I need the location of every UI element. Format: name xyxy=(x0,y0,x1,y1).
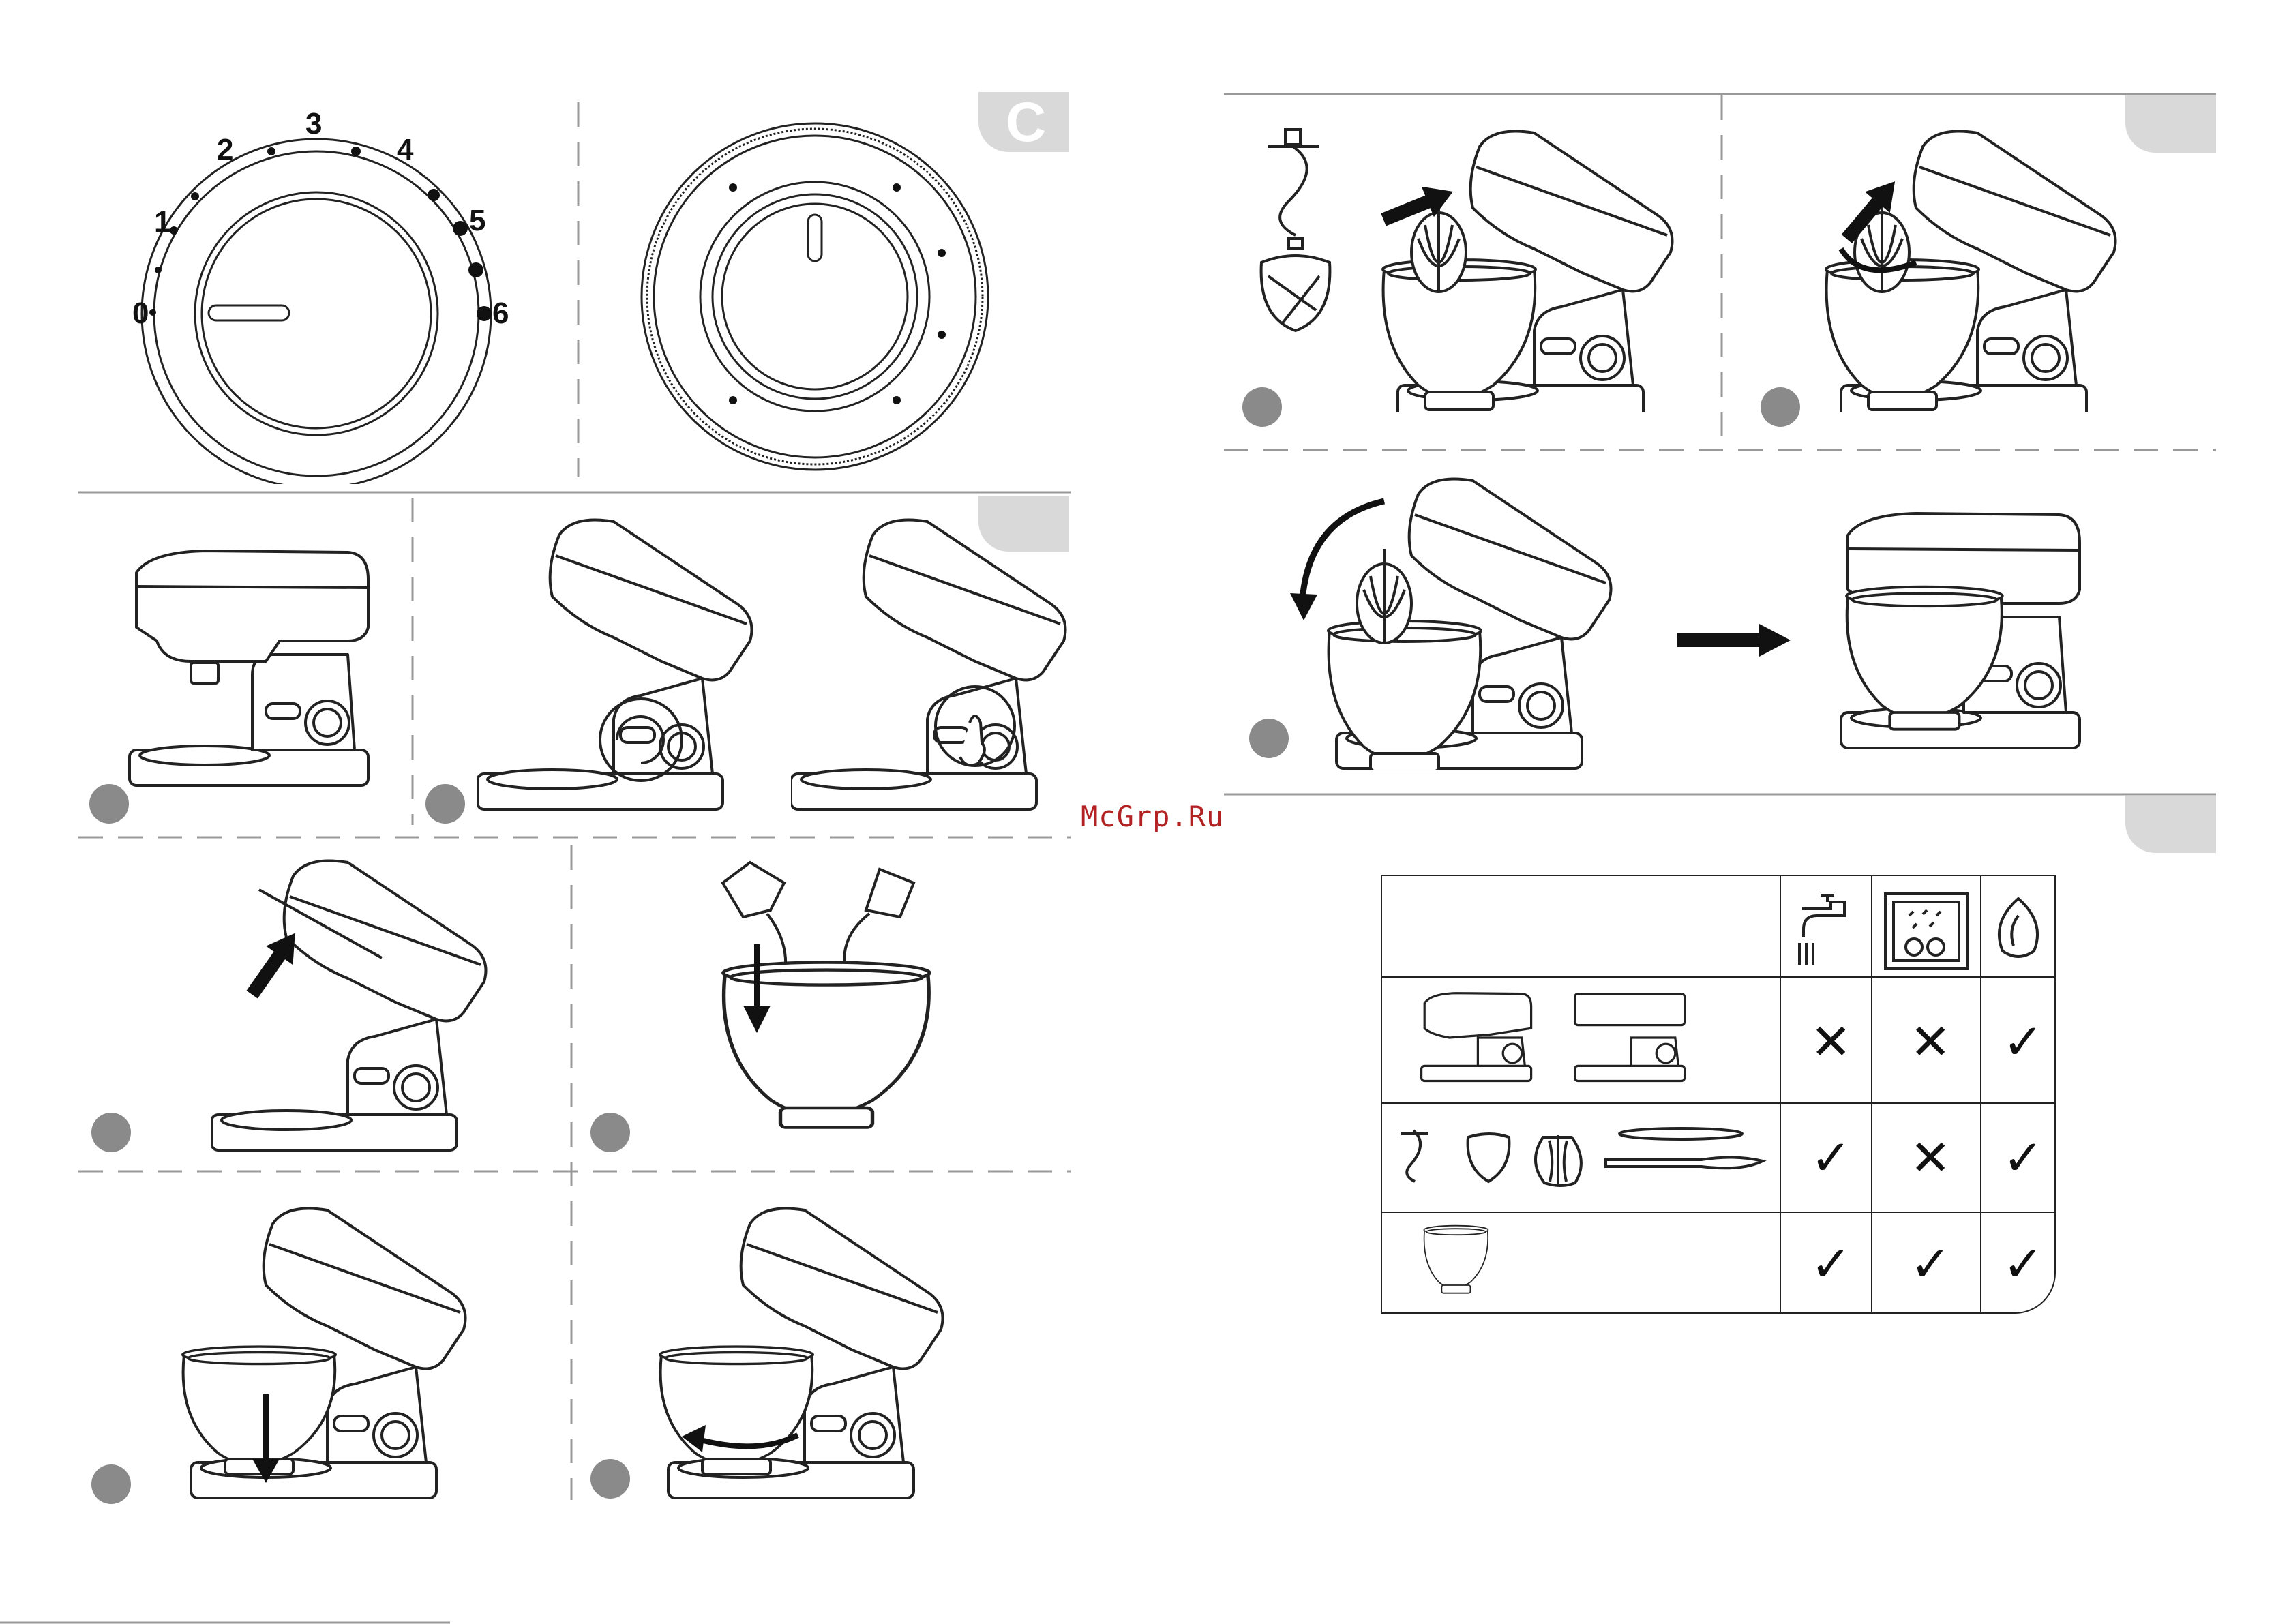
mixer-closed-illustration xyxy=(123,545,382,791)
care-mark-r1-c2: ✕ xyxy=(1910,1013,1951,1070)
motor-unit-open-icon xyxy=(1575,994,1685,1081)
speed-dial-back xyxy=(638,119,992,474)
care-mark-r2-c1: ✓ xyxy=(1810,1129,1851,1186)
mixing-bowl-icon xyxy=(1424,1226,1488,1293)
accessories-icon xyxy=(1401,1128,1763,1186)
tap-water-icon xyxy=(1799,895,1844,965)
care-mark-r3-c1: ✓ xyxy=(1810,1235,1851,1293)
soft-cloth-icon xyxy=(1999,899,2037,957)
step-badge-d3 xyxy=(91,1113,131,1152)
cleaning-care-table: ✕ ✕ ✓ ✓ ✕ ✓ ✓ ✓ ✓ xyxy=(1381,875,2059,1317)
dial-mark-0: 0 xyxy=(132,297,149,330)
care-table-lines: ✕ ✕ ✓ ✓ ✕ ✓ ✓ ✓ ✓ xyxy=(1381,875,2059,1317)
dial-mark-2: 2 xyxy=(217,133,233,166)
mixer-twist-whisk-illustration xyxy=(1814,112,2141,412)
dial-mark-6: 6 xyxy=(492,297,509,330)
care-mark-r3-c3: ✓ xyxy=(2003,1235,2044,1293)
step-badge-d5 xyxy=(91,1464,131,1504)
care-mark-r2-c3: ✓ xyxy=(2003,1129,2044,1186)
dial-mark-5: 5 xyxy=(469,204,485,237)
mixer-tilt-lever-illustration xyxy=(477,515,771,815)
step-badge-d6 xyxy=(590,1459,630,1499)
attachments-illustration xyxy=(1255,126,1336,351)
dial-mark-1: 1 xyxy=(154,205,170,239)
mixer-tilt-release-illustration xyxy=(791,515,1084,815)
step-badge-e3 xyxy=(1249,719,1289,758)
care-mark-r3-c2: ✓ xyxy=(1910,1235,1951,1293)
motor-unit-icon xyxy=(1422,993,1531,1081)
care-mark-r1-c1: ✕ xyxy=(1810,1013,1851,1070)
section-label-c: C xyxy=(1006,95,1046,151)
watermark-text: McGrp.Ru xyxy=(1081,800,1224,833)
step-badge-d2 xyxy=(425,784,465,824)
mixer-place-bowl-illustration xyxy=(177,1190,505,1503)
step-badge-d4 xyxy=(590,1113,630,1152)
step-badge-e1 xyxy=(1242,387,1282,427)
mixer-insert-whisk-illustration xyxy=(1371,112,1698,412)
section-tab-f xyxy=(2125,796,2216,853)
speed-dial-front: 0 1 2 3 4 5 6 xyxy=(123,102,532,484)
next-arrow-icon xyxy=(1677,624,1793,658)
dial-mark-4: 4 xyxy=(397,133,414,166)
bowl-pouring-illustration xyxy=(702,856,948,1156)
step-badge-d1 xyxy=(89,784,129,824)
mixer-lower-head-illustration xyxy=(1282,464,1636,770)
mixer-lock-bowl-illustration xyxy=(655,1190,982,1503)
dial-mark-3: 3 xyxy=(305,107,322,140)
care-mark-r1-c3: ✓ xyxy=(2003,1013,2044,1070)
mixer-ready-illustration xyxy=(1834,508,2107,760)
care-mark-r2-c2: ✕ xyxy=(1910,1129,1951,1186)
step-badge-e2 xyxy=(1761,387,1800,427)
dishwasher-icon xyxy=(1885,894,1967,969)
mixer-raise-head-illustration xyxy=(211,856,525,1156)
